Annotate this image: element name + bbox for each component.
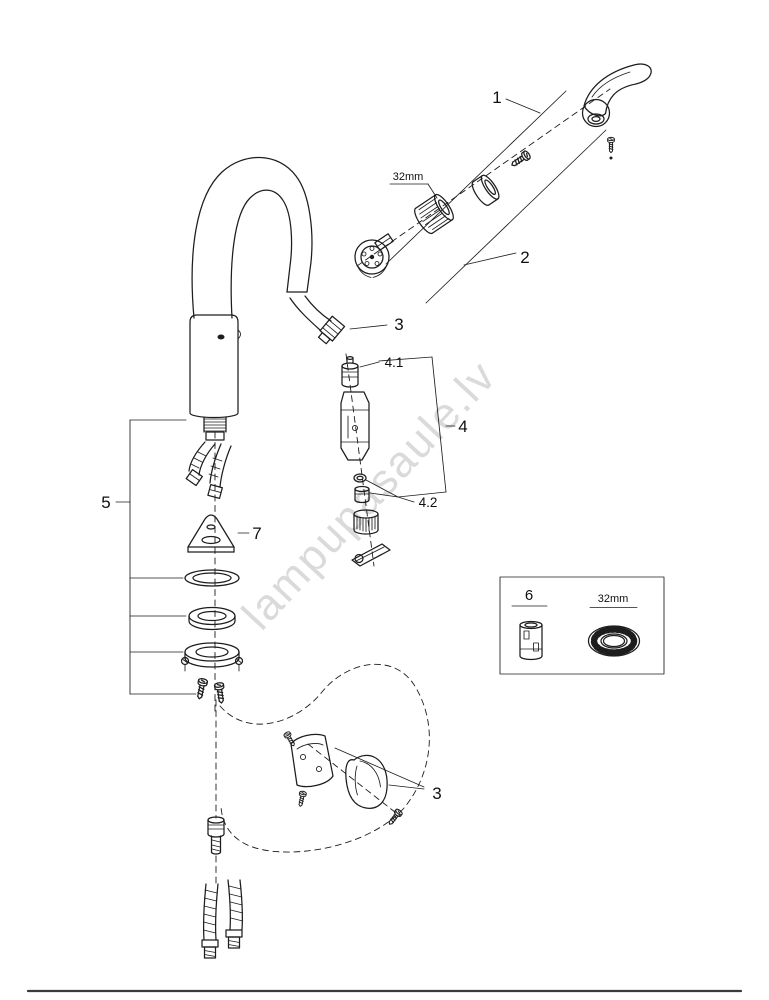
top-explosion-axis xyxy=(356,88,611,304)
washer-drawing xyxy=(184,569,240,587)
tools-box xyxy=(499,576,665,675)
holder-screw-top-drawing xyxy=(282,730,298,748)
check-valve-drawing xyxy=(341,355,359,388)
callout-3-bottom-leader-b xyxy=(388,784,425,790)
hose-connector-drawing xyxy=(317,315,346,345)
faucet-spout-drawing xyxy=(191,156,346,345)
holder-bracket-drawing xyxy=(290,733,334,788)
callout-4-bracket xyxy=(378,356,456,498)
nut-size-label-box: 32mm xyxy=(598,593,629,605)
hose-loop-dashed xyxy=(219,664,430,853)
faucet-body-drawing xyxy=(189,314,241,441)
callout-1-label: 1 xyxy=(492,88,501,107)
callout-4-2-label: 4.2 xyxy=(419,495,438,510)
callout-2-leader xyxy=(463,252,517,266)
insert-parts-drawing xyxy=(353,473,370,504)
supply-hose-stubs-drawing xyxy=(185,441,232,500)
callout-4-2-leader-b xyxy=(369,492,399,498)
supply-hoses-drawing xyxy=(201,879,244,959)
lever-handle-drawing xyxy=(581,63,652,128)
holder-screw-bottom-drawing xyxy=(296,790,308,808)
nut-size-leader-line xyxy=(427,183,438,199)
handle-screw-drawing xyxy=(508,149,532,170)
callout-4-1-label: 4.1 xyxy=(385,355,404,370)
callout-3-bottom-label: 3 xyxy=(432,784,441,803)
mounting-group-bracket xyxy=(115,419,197,695)
callout-4-label: 4 xyxy=(458,417,467,436)
mounting-tool-drawing xyxy=(519,620,543,661)
callout-1-leader xyxy=(505,98,541,114)
hose-coupling-drawing xyxy=(207,816,225,855)
spray-head-drawing xyxy=(340,391,370,461)
nut-size-label-top: 32mm xyxy=(393,171,424,183)
set-screw-tip-dot xyxy=(609,156,613,160)
dome-ring-drawing xyxy=(471,174,500,206)
handle-set-screw-drawing xyxy=(607,136,615,154)
callout-3-top-leader xyxy=(349,324,388,330)
callout-3-top-label: 3 xyxy=(394,315,403,334)
oring-drawing xyxy=(188,606,236,631)
callout-7-label: 7 xyxy=(252,524,261,543)
spray-nut-drawing xyxy=(353,509,379,535)
cartridge-drawing xyxy=(354,233,394,278)
callout-4-1-leader xyxy=(359,361,380,368)
box-nut-drawing xyxy=(587,625,641,657)
union-nut-drawing xyxy=(414,193,454,235)
mount-screw-left-drawing xyxy=(194,677,209,701)
spray-cradle-drawing xyxy=(345,754,388,809)
clamp-ring-drawing xyxy=(180,642,244,672)
wedge-drawing xyxy=(187,514,235,553)
callout-6-label: 6 xyxy=(525,587,533,604)
callout-2-label: 2 xyxy=(520,248,529,267)
callout-3-bottom-leader-a xyxy=(334,747,425,788)
holder-axis-dashed xyxy=(307,743,401,817)
callout-5-label: 5 xyxy=(101,493,110,512)
clip-tool-drawing xyxy=(351,543,391,567)
